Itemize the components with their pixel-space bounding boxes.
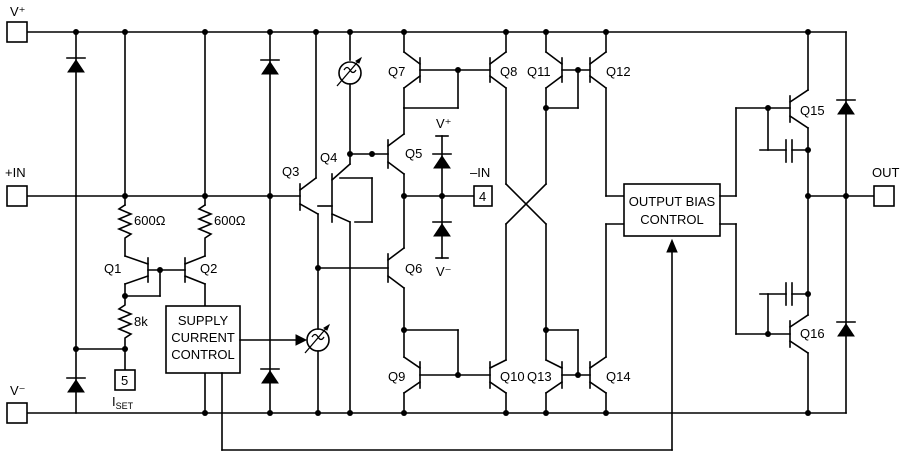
current-source-lower [304,267,389,414]
supply-current-control-line2: CURRENT [171,330,235,345]
terminal-vminus-label: V⁻ [10,383,26,398]
output-bias-control-line1: OUTPUT BIAS [629,194,716,209]
output-bias-control-block: OUTPUT BIAS CONTROL [623,183,721,237]
minus-in-pin: 4 –IN [470,165,493,207]
diode-left-upper [66,31,86,197]
diode-minus-in-lower: V⁻ [432,195,452,279]
diode-out-upper [836,31,856,197]
transistor-q16: Q16 [788,195,825,414]
minus-in-pin-number: 4 [479,189,486,204]
output-bias-control-line2: CONTROL [640,212,704,227]
q14-label: Q14 [606,369,631,384]
transistor-q14: Q14 [588,223,631,414]
capacitor-lower [759,282,809,335]
transistor-q8: Q8 [488,31,517,185]
power-rails [27,31,847,451]
q3-label: Q3 [282,164,299,179]
q16-label: Q16 [800,326,825,341]
supply-current-control-line1: SUPPLY [178,313,229,328]
transistor-q12: Q12 [588,31,631,197]
iset-label: ISET [112,394,134,411]
q8-label: Q8 [500,64,517,79]
resistor-600-left-label: 600Ω [134,213,166,228]
q10-label: Q10 [500,369,525,384]
q5-label: Q5 [405,146,422,161]
terminal-out: OUT [845,165,900,207]
resistor-8k-label: 8k [134,314,148,329]
q11-label: Q11 [527,64,551,79]
q2-label: Q2 [200,261,217,276]
q12-label: Q12 [606,64,631,79]
resistor-600-right: 600Ω [196,203,246,257]
q7-label: Q7 [388,64,405,79]
minus-in-label: –IN [470,165,490,180]
resistor-600-left: 600Ω [116,203,166,257]
transistor-q15: Q15 [788,31,825,197]
q15-label: Q15 [800,103,825,118]
diode-mid-upper [260,31,280,197]
transistor-q3: Q3 [282,31,320,269]
q13-label: Q13 [527,369,552,384]
diode-out-lower [836,195,856,414]
diode-minus-in-upper: V⁺ [432,116,452,197]
transistor-q10: Q10 [488,358,525,414]
terminal-vplus-label: V⁺ [10,4,26,19]
transistor-q4: Q4 [317,150,352,414]
transistor-q11: Q11 [527,31,591,185]
supply-current-control-line3: CONTROL [171,347,235,362]
current-source-upper [336,31,363,155]
iset-pin: 5 ISET [112,369,136,411]
q6-label: Q6 [405,261,422,276]
q1-label: Q1 [104,261,121,276]
transistor-q5: Q5 [386,107,422,197]
transistor-q13: Q13 [527,329,591,414]
terminal-vplus: V⁺ [6,4,28,43]
q4-label: Q4 [320,150,337,165]
resistor-600-right-label: 600Ω [214,213,246,228]
local-vminus-label: V⁻ [436,264,452,279]
resistor-8k: 8k [116,295,148,350]
supply-current-control-block: SUPPLY CURRENT CONTROL [165,305,241,374]
transistor-q9: Q9 [388,329,491,414]
terminal-plus-in-label: +IN [5,165,26,180]
terminal-out-label: OUT [872,165,900,180]
transistor-q6: Q6 [386,195,422,331]
transistor-q1: Q1 [104,254,186,297]
terminal-plus-in: +IN [5,165,28,207]
transistor-q7: Q7 [388,31,491,109]
crossover-wires [504,182,548,361]
diode-mid-lower [260,195,280,414]
diode-left-lower [66,195,86,414]
transistor-q2: Q2 [183,254,217,307]
local-vplus-label: V⁺ [436,116,452,131]
iset-pin-number: 5 [121,373,128,388]
q9-label: Q9 [388,369,405,384]
terminal-vminus: V⁻ [6,383,28,424]
